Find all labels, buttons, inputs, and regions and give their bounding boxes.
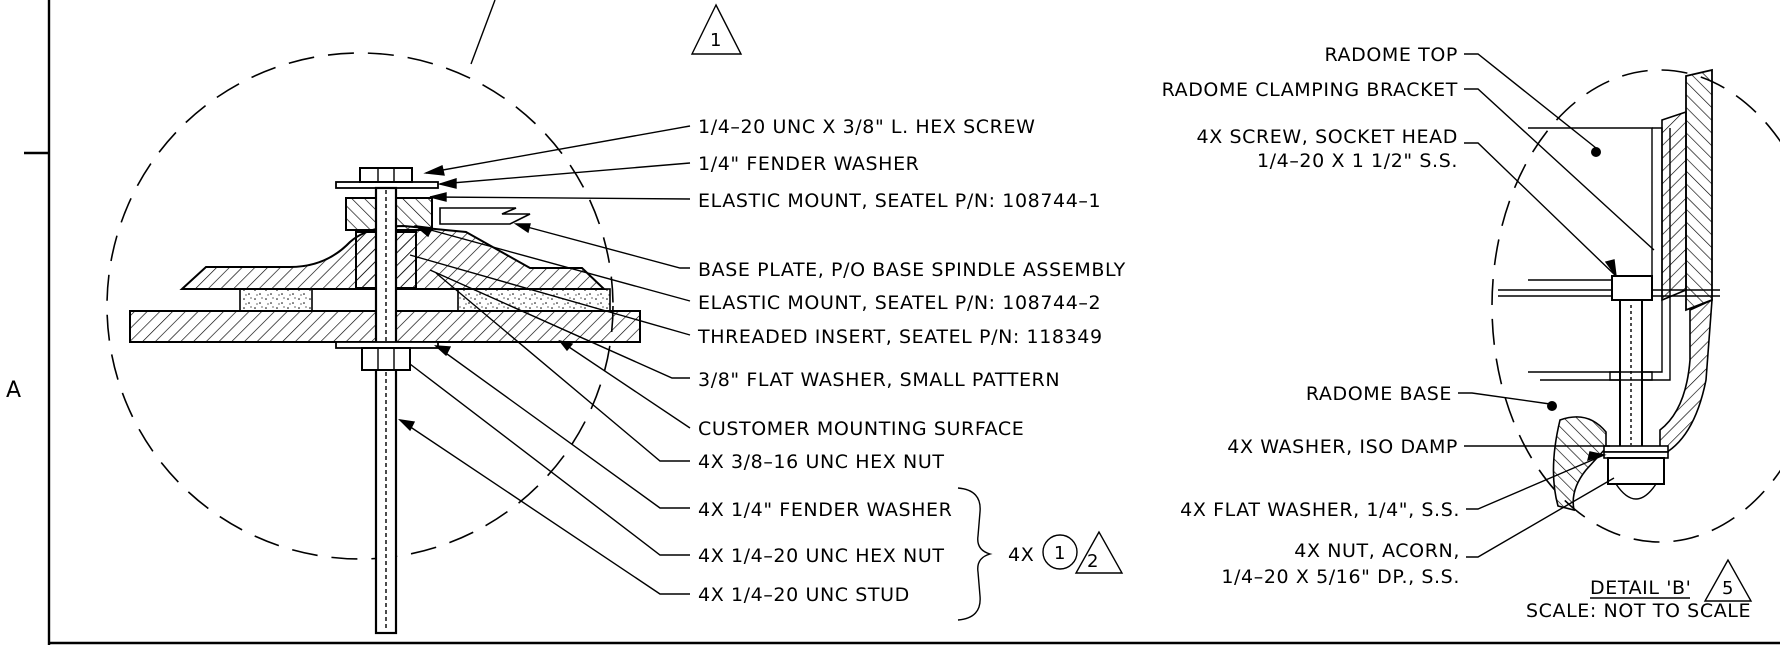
callout-fender-washer-4x: 4X 1/4" FENDER WASHER <box>698 499 952 521</box>
callout-flat-washer: 3/8" FLAT WASHER, SMALL PATTERN <box>698 369 1060 391</box>
callout-clamping-bracket: RADOME CLAMPING BRACKET <box>1162 79 1458 101</box>
svg-text:1: 1 <box>710 30 721 51</box>
socket-head-screw <box>1611 275 1653 301</box>
main-section-view: 1 <box>106 0 1126 635</box>
detail-boundary-circle <box>106 52 614 560</box>
acorn-nut <box>1607 457 1665 485</box>
leader-lines-main <box>398 125 691 595</box>
sheet-border <box>24 0 1780 645</box>
zone-letter: A <box>6 378 21 403</box>
svg-text:1: 1 <box>1054 543 1065 564</box>
callout-elastic-mount-2: ELASTIC MOUNT, SEATEL P/N: 108744–2 <box>698 292 1101 314</box>
revision-triangle-5: 5 <box>1703 558 1753 602</box>
callout-acorn-nut-size: 1/4–20 X 5/16" DP., S.S. <box>1221 566 1460 588</box>
item-balloon: 1 <box>1042 534 1078 570</box>
callout-labels-detail: RADOME TOP RADOME CLAMPING BRACKET 4X SC… <box>1162 44 1460 588</box>
callout-radome-base: RADOME BASE <box>1306 383 1452 405</box>
iso-damp-washer <box>1603 445 1669 453</box>
hex-nut-bottom <box>361 347 411 371</box>
callout-socket-screw-size: 1/4–20 X 1 1/2" S.S. <box>1257 150 1458 172</box>
elastic-mount-pad-right <box>457 288 611 312</box>
radome-top <box>1528 127 1653 281</box>
revision-triangle-1: 1 <box>690 3 743 55</box>
callout-labels-main: 1/4–20 UNC X 3/8" L. HEX SCREW 1/4" FEND… <box>697 116 1126 606</box>
callout-stud: 4X 1/4–20 UNC STUD <box>698 584 910 606</box>
svg-text:5: 5 <box>1722 578 1733 599</box>
svg-text:2: 2 <box>1087 551 1098 572</box>
callout-acorn-nut: 4X NUT, ACORN, <box>1294 540 1460 562</box>
callout-radome-top: RADOME TOP <box>1325 44 1458 66</box>
callout-base-plate: BASE PLATE, P/O BASE SPINDLE ASSEMBLY <box>698 259 1126 281</box>
cut-leader <box>470 0 496 65</box>
callout-elastic-mount-1: ELASTIC MOUNT, SEATEL P/N: 108744–1 <box>698 190 1101 212</box>
callout-socket-screw: 4X SCREW, SOCKET HEAD <box>1197 126 1458 148</box>
callout-flat-washer-ss: 4X FLAT WASHER, 1/4", S.S. <box>1180 499 1460 521</box>
callout-threaded-insert: THREADED INSERT, SEATEL P/N: 118349 <box>697 326 1103 348</box>
elastic-mount-pad-left <box>239 288 313 312</box>
grouping-brace <box>957 487 993 621</box>
group-quantity: 4X <box>1008 544 1034 566</box>
callout-fender-washer: 1/4" FENDER WASHER <box>698 153 919 175</box>
callout-hex-nut-1-4: 4X 1/4–20 UNC HEX NUT <box>698 545 945 567</box>
revision-triangle-2: 2 <box>1074 530 1124 574</box>
leader-lines-detail <box>1458 53 1655 558</box>
callout-mounting-surface: CUSTOMER MOUNTING SURFACE <box>698 418 1024 440</box>
radome-base <box>1528 371 1653 381</box>
detail-scale: SCALE: NOT TO SCALE <box>1526 600 1751 622</box>
detail-b-view: RADOME TOP RADOME CLAMPING BRACKET 4X SC… <box>1162 44 1780 622</box>
callout-hex-screw: 1/4–20 UNC X 3/8" L. HEX SCREW <box>698 116 1035 138</box>
spindle-fragment <box>439 207 531 225</box>
hex-screw-head <box>359 167 413 183</box>
radome-wall <box>1685 68 1713 312</box>
callout-iso-damp: 4X WASHER, ISO DAMP <box>1227 436 1458 458</box>
detail-title: DETAIL 'B' <box>1590 577 1691 599</box>
callout-hex-nut-3-8: 4X 3/8–16 UNC HEX NUT <box>698 451 945 473</box>
